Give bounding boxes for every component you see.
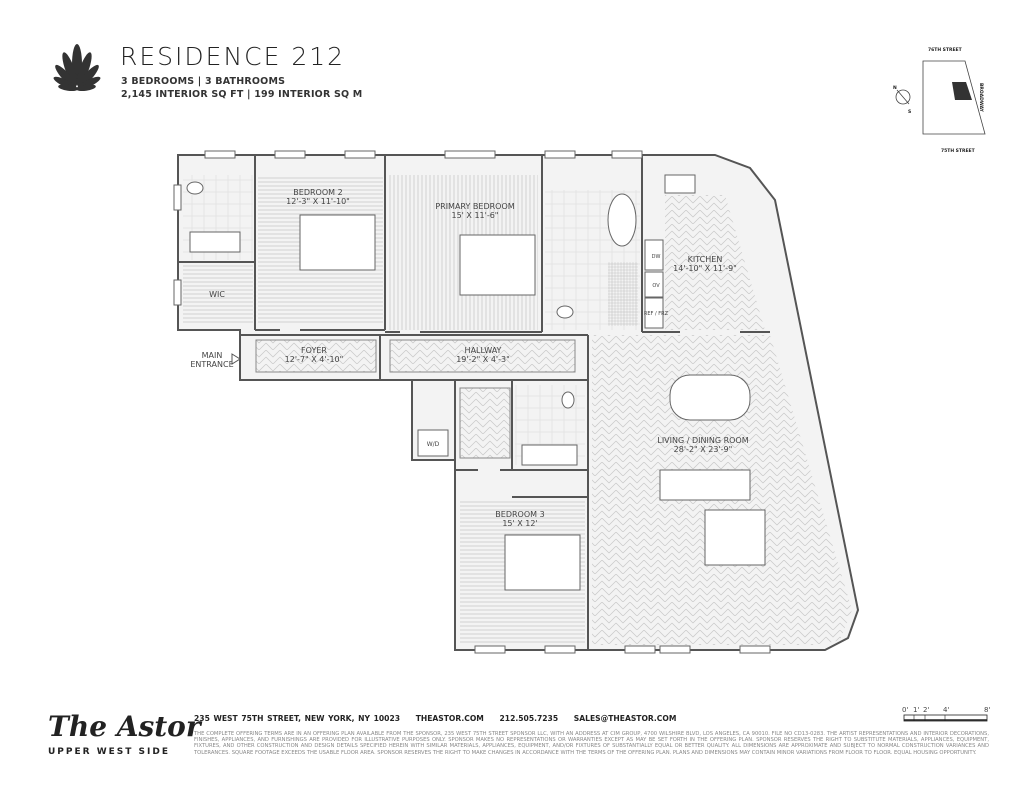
bed-icon <box>299 214 376 271</box>
washer-dryer-icon <box>417 429 449 457</box>
primary-bedroom-label: PRIMARY BEDROOM <box>435 202 514 211</box>
wic-floor <box>183 265 253 325</box>
wd-label: W/D <box>427 441 440 448</box>
fridge-label: REF / FRZ <box>644 311 669 317</box>
page-title: RESIDENCE 212 <box>120 42 346 71</box>
hallway-floor <box>389 339 576 373</box>
scale-label-1: 1' <box>913 706 919 714</box>
kitchen-floor <box>665 195 765 330</box>
scale-label-4: 4' <box>943 706 949 714</box>
keyplan-bottom-street: 75TH STREET <box>941 148 976 154</box>
contact-line: 235 WEST 75TH STREET, NEW YORK, NY 10023… <box>194 714 688 723</box>
keyplan: 76TH STREET 75TH STREET BROADWAY N S <box>893 47 986 154</box>
fixtures <box>186 174 766 591</box>
foyer-label: FOYER <box>301 346 327 355</box>
scale-bar: 0' 1' 2' 4' 8' <box>902 706 990 722</box>
hallway-label: HALLWAY <box>465 346 502 355</box>
oven-label: OV <box>652 283 660 289</box>
bed-icon <box>459 234 536 296</box>
hallway-dims: 19'-2" X 4'-3" <box>456 355 510 364</box>
keyplan-side-street: BROADWAY <box>978 83 984 113</box>
bedroom-3-label: BEDROOM 3 <box>495 510 544 519</box>
kitchen-label: KITCHEN <box>688 255 723 264</box>
foyer-dims: 12'-7" X 4'-10" <box>285 355 344 364</box>
shower-floor <box>608 262 638 326</box>
lotus-leaf-icon <box>53 44 101 92</box>
wic-label: WIC <box>209 290 225 299</box>
compass-icon <box>895 89 911 105</box>
keyplan-highlight <box>952 82 972 100</box>
primary-bedroom-dims: 15' X 11'-6" <box>452 211 499 220</box>
toilet-icon <box>186 181 204 195</box>
entrance-arrow-icon <box>231 353 241 365</box>
compass-south: S <box>908 109 911 115</box>
bathtub-icon <box>521 444 578 466</box>
living-dining-label: LIVING / DINING ROOM <box>657 436 748 445</box>
bedroom-2-dims: 12'-3" X 11'-10" <box>286 197 350 206</box>
living-dining-dims: 28'-2" X 23'-9" <box>674 445 733 454</box>
toilet-icon <box>556 305 574 319</box>
bed-icon <box>504 534 581 591</box>
phone: 212.505.7235 <box>499 714 559 723</box>
sofa-icon <box>659 469 751 501</box>
rooms-summary: 3 BEDROOMS | 3 BATHROOMS <box>121 76 286 87</box>
entrance-label-1: MAIN <box>202 351 223 360</box>
keyplan-top-street: 76TH STREET <box>928 47 963 53</box>
bedroom-3-dims: 15' X 12' <box>502 519 537 528</box>
foyer-floor <box>255 339 377 373</box>
bathtub-icon <box>607 193 637 247</box>
area-summary: 2,145 INTERIOR SQ FT | 199 INTERIOR SQ M <box>121 89 363 100</box>
bedroom-2-label: BEDROOM 2 <box>293 188 342 197</box>
entrance-label-2: ENTRANCE <box>190 360 233 369</box>
email-link[interactable]: SALES@THEASTOR.COM <box>573 714 677 723</box>
dining-table-icon <box>669 374 751 421</box>
toilet-icon <box>561 391 575 409</box>
brand-logo: The Astor <box>48 710 201 743</box>
website-link[interactable]: THEASTOR.COM <box>415 714 484 723</box>
closet-floor <box>459 387 511 459</box>
legal-disclaimer: THE COMPLETE OFFERING TERMS ARE IN AN OF… <box>194 731 989 756</box>
scale-label-8: 8' <box>984 706 990 714</box>
scale-label-2: 2' <box>923 706 929 714</box>
address: 235 WEST 75TH STREET, NEW YORK, NY 10023 <box>194 714 401 723</box>
kitchen-dims: 14'-10" X 11'-9" <box>673 264 737 273</box>
scale-label-0: 0' <box>902 706 908 714</box>
cooktop-icon <box>664 174 696 194</box>
interior-walls <box>178 155 770 650</box>
coffee-table-icon <box>704 509 766 566</box>
dw-label: DW <box>652 254 661 260</box>
windows <box>173 150 771 654</box>
bathtub-icon <box>189 231 241 253</box>
compass-north: N <box>893 85 897 91</box>
brand-subtitle: UPPER WEST SIDE <box>48 747 170 757</box>
